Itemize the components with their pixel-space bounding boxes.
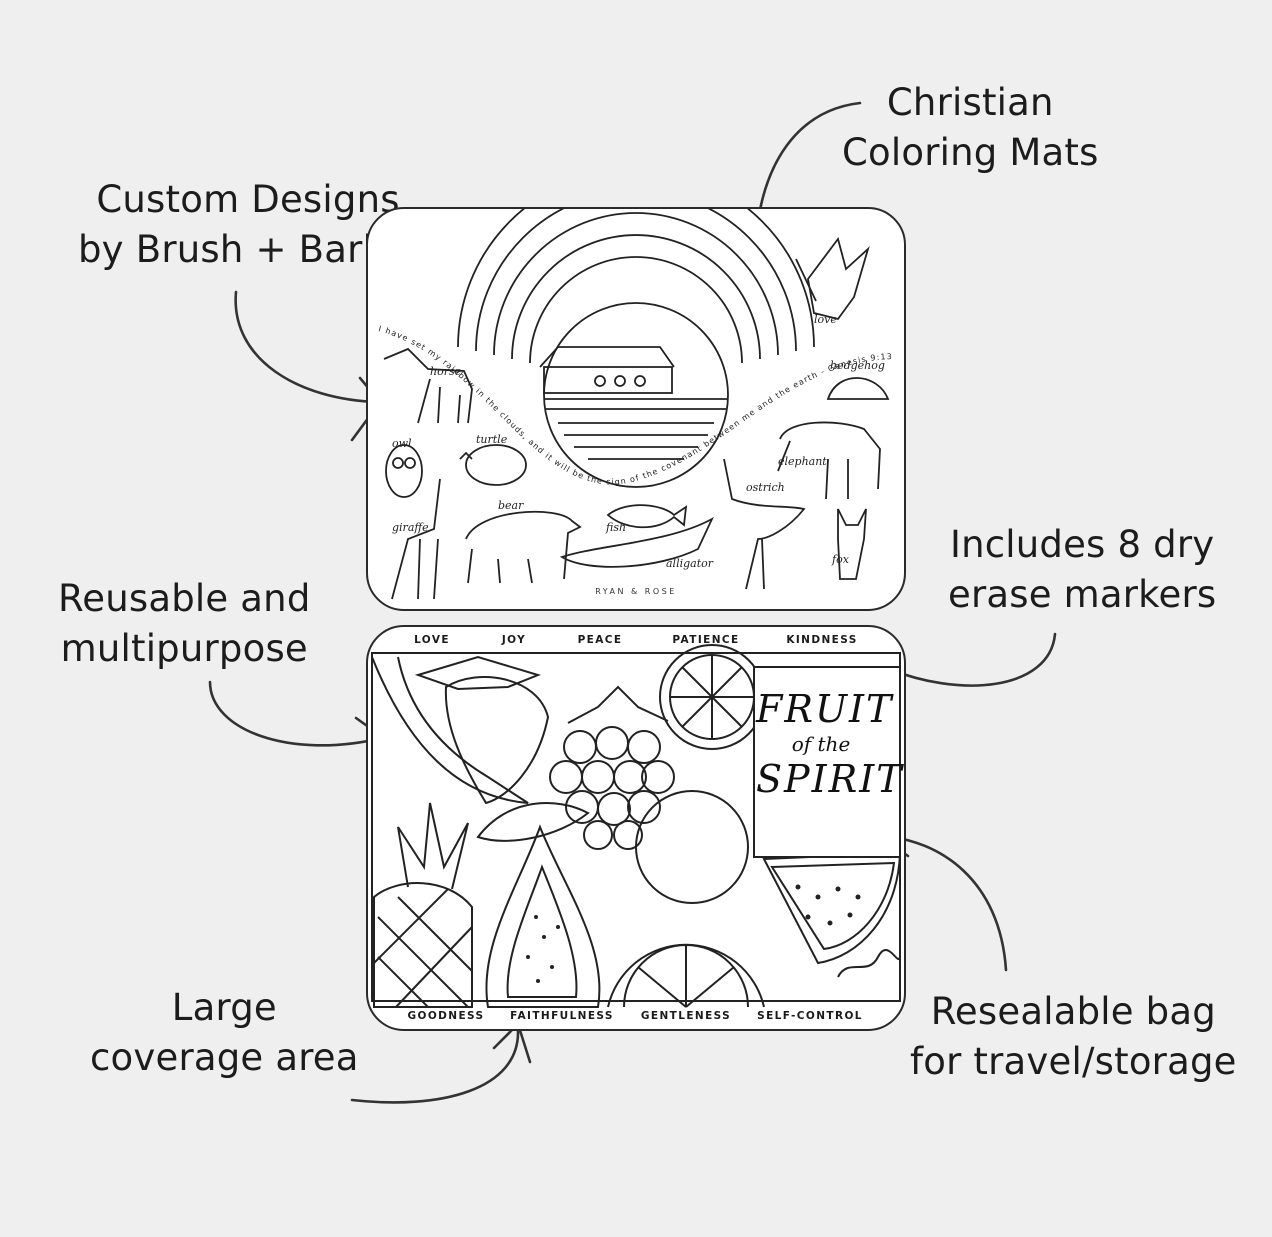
brand-mark: RYAN & ROSE (595, 587, 677, 596)
watermelon (762, 851, 902, 965)
animal-label: giraffe (392, 521, 429, 534)
callout-christian-coloring-mats: Christian Coloring Mats (842, 78, 1099, 178)
ark-roof (539, 346, 675, 368)
virtue-label: FAITHFULNESS (510, 1010, 614, 1022)
rainbow-arc (529, 256, 743, 364)
virtue-label: LOVE (414, 634, 450, 646)
pineapple-leaves (397, 802, 469, 890)
fox-shape (837, 508, 867, 580)
virtue-label: PATIENCE (672, 634, 740, 646)
virtue-label: PEACE (577, 634, 623, 646)
turtle-shell (465, 444, 527, 486)
noahs-ark-illustration: I have set my rainbow in the clouds, and… (378, 209, 892, 600)
animal-label: owl (392, 437, 412, 450)
animal-label: alligator (666, 557, 714, 570)
animal-label: fish (605, 521, 626, 534)
arrow-custom (234, 290, 380, 404)
ostrich-shape (723, 458, 806, 590)
water-lines (558, 422, 714, 460)
callout-reusable: Reusable and multipurpose (58, 574, 311, 674)
ark-circle (543, 302, 729, 488)
animal-label: fox (831, 553, 850, 566)
callout-line: coverage area (90, 1036, 359, 1079)
olive-branch (795, 258, 817, 302)
animal-label: turtle (476, 433, 508, 446)
ark-cabin (543, 366, 673, 394)
horse-shape (383, 347, 473, 424)
callout-line: Large (171, 986, 277, 1029)
dove-shape (807, 236, 870, 321)
fruit-of-the-spirit-coloring-mat: LOVE JOY PEACE PATIENCE KINDNESS (366, 625, 906, 1031)
callout-line: Reusable and (58, 577, 311, 620)
owl-shape (385, 444, 423, 498)
papaya (485, 824, 601, 1008)
elephant-shape (777, 421, 881, 500)
ark-window (594, 375, 606, 387)
strawberry (444, 676, 550, 805)
callout-custom-designs: Custom Designs by Brush + Barley (78, 175, 418, 275)
callout-line: Resealable bag (930, 990, 1216, 1033)
fruit-of-the-spirit-title: FRUIT of the SPIRIT (756, 687, 904, 801)
rainbow-arc (457, 209, 815, 348)
callout-line: Christian (886, 81, 1054, 124)
strawberry-leaves (414, 655, 542, 691)
arrow-reusable (208, 680, 384, 747)
arrow-includes (880, 632, 1057, 687)
virtue-label: GENTLENESS (640, 1010, 732, 1022)
hedgehog-shape (826, 377, 890, 400)
virtue-label: KINDNESS (786, 634, 858, 646)
rainbow-arc (493, 212, 779, 356)
noahs-ark-coloring-mat: I have set my rainbow in the clouds, and… (366, 207, 906, 611)
callout-line: by Brush + Barley (78, 228, 419, 271)
alligator-shape (559, 516, 714, 568)
virtue-label: JOY (501, 634, 527, 646)
title-box (753, 666, 901, 858)
pineapple (373, 882, 473, 1008)
squiggle-fruit (837, 949, 901, 978)
callout-includes-markers: Includes 8 dry erase markers (948, 520, 1216, 620)
arrow-large (350, 1028, 520, 1104)
animal-label: love (814, 313, 837, 326)
callout-line: Coloring Mats (842, 131, 1099, 174)
giraffe-shape (391, 478, 441, 600)
ark-window (614, 375, 626, 387)
title-line: of the (791, 732, 851, 756)
virtue-label: GOODNESS (407, 1010, 485, 1022)
fish-shape (606, 504, 688, 529)
raspberry-leaves (567, 685, 669, 724)
raspberry (549, 726, 675, 850)
ark-window (634, 375, 646, 387)
animal-label: horse (430, 365, 462, 378)
orange (635, 790, 749, 904)
leaf (476, 802, 590, 842)
callout-line: for travel/storage (910, 1040, 1237, 1083)
callout-resealable-bag: Resealable bag for travel/storage (910, 987, 1237, 1087)
animal-label: ostrich (746, 481, 785, 494)
callout-large-coverage: Large coverage area (90, 983, 359, 1083)
melon-slice (371, 656, 529, 804)
rainbow-arc (511, 234, 761, 360)
animal-label: hedgehog (830, 359, 885, 372)
bear-shape (465, 510, 582, 584)
callout-line: erase markers (948, 573, 1217, 616)
fruit-illustration (371, 644, 902, 1008)
animal-label: bear (498, 499, 524, 512)
title-line: FRUIT (756, 687, 894, 731)
callout-line: Includes 8 dry (949, 523, 1215, 566)
callout-line: multipurpose (60, 627, 308, 670)
title-line: SPIRIT (756, 757, 904, 801)
animal-label: elephant (778, 455, 827, 468)
virtue-label: SELF-CONTROL (757, 1010, 863, 1022)
callout-line: Custom Designs (96, 178, 400, 221)
rainbow-arc (475, 209, 797, 352)
